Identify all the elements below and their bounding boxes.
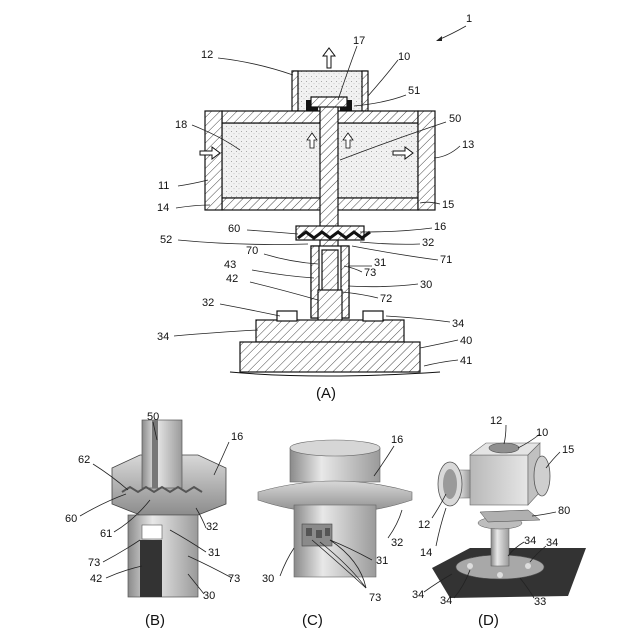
figure-number-arrow [438, 26, 466, 40]
right-port-3d [534, 456, 550, 496]
label-d-34d: 34 [440, 595, 452, 607]
panel-c-drawing [258, 440, 412, 577]
label-d-34b: 34 [546, 537, 558, 549]
label-a-17: 17 [353, 35, 365, 47]
guide-tube-3d [128, 515, 198, 597]
label-d-34c: 34 [412, 589, 424, 601]
label-a-15: 15 [442, 199, 454, 211]
label-b-62: 62 [78, 454, 90, 466]
label-a-70: 70 [246, 245, 258, 257]
label-d-14: 14 [420, 547, 432, 559]
label-c-16: 16 [391, 434, 403, 446]
label-a-40: 40 [460, 335, 472, 347]
label-b-31: 31 [208, 547, 220, 559]
label-a-14: 14 [157, 202, 169, 214]
label-a-30: 30 [420, 279, 432, 291]
caption-c: (C) [302, 612, 323, 629]
caption-d: (D) [478, 612, 499, 629]
label-a-18: 18 [175, 119, 187, 131]
label-b-61: 61 [100, 528, 112, 540]
label-b-42: 42 [90, 573, 102, 585]
panel-a-drawing [200, 48, 440, 376]
label-a-72: 72 [380, 293, 392, 305]
top-outlet-3d [489, 443, 519, 453]
label-c-30: 30 [262, 573, 274, 585]
label-b-32: 32 [206, 521, 218, 533]
label-c-31: 31 [376, 555, 388, 567]
base-plate [256, 320, 404, 342]
label-d-10: 10 [536, 427, 548, 439]
label-a-52: 52 [160, 234, 172, 246]
label-b-30: 30 [203, 590, 215, 602]
label-a-71: 71 [440, 254, 452, 266]
label-a-42: 42 [226, 273, 238, 285]
label-a-51: 51 [408, 85, 420, 97]
caption-b: (B) [145, 612, 165, 629]
post-3d [491, 528, 509, 566]
label-a-32b: 32 [202, 297, 214, 309]
label-a-41: 41 [460, 355, 472, 367]
inner-rod [322, 250, 338, 294]
panel-b-drawing [112, 420, 226, 597]
bolt-right [363, 311, 383, 321]
label-b-16: 16 [231, 431, 243, 443]
foundation [240, 342, 420, 372]
label-a-50: 50 [449, 113, 461, 125]
label-d-34a: 34 [524, 535, 536, 547]
label-a-10: 10 [398, 51, 410, 63]
bracket-3d [480, 510, 540, 522]
label-a-11: 11 [158, 180, 169, 192]
label-a-32: 32 [422, 237, 434, 249]
label-a-13: 13 [462, 139, 474, 151]
panel-d-drawing [432, 443, 586, 598]
label-b-73b: 73 [228, 573, 240, 585]
label-a-34a: 34 [157, 331, 169, 343]
label-a-60: 60 [228, 223, 240, 235]
figure-number: 1 [466, 13, 472, 25]
figure-number-group: 1 [436, 13, 472, 41]
valve-stem-3d [142, 420, 182, 488]
caption-a: (A) [316, 385, 336, 402]
label-d-12a: 12 [490, 415, 502, 427]
label-d-33: 33 [534, 596, 546, 608]
label-a-12: 12 [201, 49, 213, 61]
label-a-34b: 34 [452, 318, 464, 330]
label-b-73a: 73 [88, 557, 100, 569]
outlet-arrow-icon [323, 48, 335, 68]
label-c-73: 73 [369, 592, 381, 604]
label-d-80: 80 [558, 505, 570, 517]
body-cube-3d [470, 455, 528, 505]
label-a-16: 16 [434, 221, 446, 233]
label-a-73: 73 [364, 267, 376, 279]
rod-3d [140, 540, 162, 597]
label-d-15: 15 [562, 444, 574, 456]
label-c-32: 32 [391, 537, 403, 549]
label-b-60: 60 [65, 513, 77, 525]
label-d-12b: 12 [418, 519, 430, 531]
label-b-50: 50 [147, 411, 159, 423]
label-a-43: 43 [224, 259, 236, 271]
